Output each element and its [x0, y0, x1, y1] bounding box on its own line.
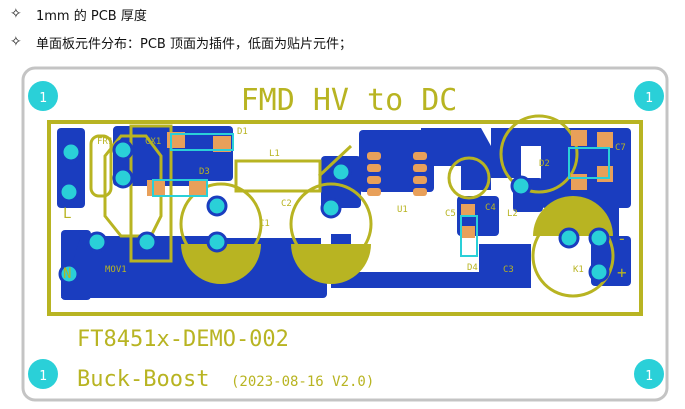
board-version: (2023-08-16 V2.0) [231, 374, 374, 390]
silk-components [89, 114, 615, 298]
silk-outline [47, 120, 643, 316]
label-c2: C2 [281, 199, 292, 209]
label-l: L [63, 206, 71, 222]
board-topology: Buck-Boost [77, 367, 209, 392]
label-c3: C3 [503, 265, 514, 275]
note-component-layout: ✧ 单面板元件分布：PCB 顶面为插件，低面为贴片元件； [10, 31, 352, 53]
diamond-bullet-icon: ✧ [10, 34, 22, 50]
mount-hole-bottom-left: 1 [28, 359, 58, 389]
label-k1: K1 [573, 265, 584, 275]
pcb-board-image: 1 1 1 1 FMD HV to DC [21, 66, 669, 402]
note-thickness-text: 1mm 的 PCB 厚度 [36, 8, 147, 24]
svg-text:1: 1 [39, 369, 47, 384]
label-c7: C7 [615, 143, 626, 153]
note-component-layout-text: 单面板元件分布：PCB 顶面为插件，低面为贴片元件； [36, 36, 352, 52]
note-thickness: ✧ 1mm 的 PCB 厚度 [10, 3, 147, 25]
mount-hole-top-right: 1 [634, 81, 664, 111]
label-c4: C4 [485, 203, 496, 213]
label-d2: D2 [539, 159, 550, 169]
label-minus: - [617, 229, 627, 248]
label-u1: U1 [397, 205, 408, 215]
label-fr1: FR1 [97, 137, 113, 147]
label-c5: C5 [445, 209, 456, 219]
label-mov1: MOV1 [105, 265, 127, 275]
svg-text:1: 1 [39, 91, 47, 106]
label-l2: L2 [507, 209, 518, 219]
svg-text:1: 1 [645, 91, 653, 106]
diode-symbols [152, 133, 610, 257]
mount-hole-top-left: 1 [28, 81, 58, 111]
board-title: FMD HV to DC [241, 83, 458, 118]
diamond-bullet-icon: ✧ [10, 6, 22, 22]
c3-polarity-mark [533, 196, 613, 236]
mount-hole-bottom-right: 1 [634, 359, 664, 389]
label-c1: C1 [259, 219, 270, 229]
label-l1: L1 [269, 149, 280, 159]
label-d1: D1 [237, 127, 248, 137]
label-cx1: CX1 [145, 137, 161, 147]
label-n: N [63, 266, 71, 282]
svg-text:1: 1 [645, 369, 653, 384]
c1-polarity-mark [181, 244, 261, 284]
label-plus: + [617, 263, 627, 282]
label-d4: D4 [467, 263, 478, 273]
label-d3: D3 [199, 167, 210, 177]
c2-polarity-mark [291, 244, 371, 284]
board-part-number: FT8451x-DEMO-002 [77, 327, 289, 352]
through-hole-pads [58, 139, 610, 285]
